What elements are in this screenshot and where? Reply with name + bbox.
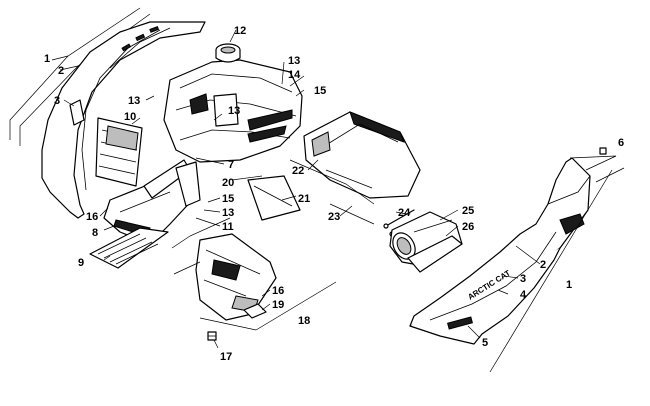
callout-16: 16 bbox=[272, 285, 284, 297]
callout-3: 3 bbox=[520, 273, 526, 285]
fastener-6 bbox=[599, 147, 607, 155]
heat-shield-26 bbox=[407, 235, 463, 273]
headlight-lens bbox=[89, 227, 169, 269]
right-side-panel: ARCTIC CAT bbox=[409, 147, 607, 345]
windshield bbox=[247, 175, 301, 221]
callout-9: 9 bbox=[78, 257, 84, 269]
callout-13: 13 bbox=[128, 95, 140, 107]
fuel-cap bbox=[215, 43, 241, 63]
callout-3: 3 bbox=[54, 95, 60, 107]
callout-19: 19 bbox=[272, 299, 284, 311]
vent-grille bbox=[95, 117, 143, 187]
callout-1: 1 bbox=[44, 53, 50, 65]
panel-vent-slots bbox=[121, 26, 160, 52]
clip-19 bbox=[243, 303, 267, 319]
callout-25: 25 bbox=[462, 205, 474, 217]
callout-labels: 1 2 3 10 13 12 13 14 15 13 7 20 21 15 13… bbox=[44, 25, 624, 363]
callout-5: 5 bbox=[482, 337, 488, 349]
hood-assembly bbox=[103, 43, 303, 245]
callout-17: 17 bbox=[220, 351, 232, 363]
callout-6: 6 bbox=[618, 137, 624, 149]
callout-26: 26 bbox=[462, 221, 474, 233]
callout-7: 7 bbox=[228, 159, 234, 171]
callout-2: 2 bbox=[58, 65, 64, 77]
callout-14: 14 bbox=[288, 69, 301, 81]
callout-1: 1 bbox=[566, 279, 572, 291]
callout-13: 13 bbox=[222, 207, 234, 219]
callout-21: 21 bbox=[298, 193, 310, 205]
callout-13: 13 bbox=[288, 55, 300, 67]
callout-10: 10 bbox=[124, 111, 136, 123]
callout-23: 23 bbox=[328, 211, 340, 223]
fastener-17 bbox=[207, 331, 217, 341]
callout-11: 11 bbox=[222, 221, 234, 233]
left-side-panel bbox=[9, 7, 206, 219]
callout-15: 15 bbox=[222, 193, 234, 205]
callout-8: 8 bbox=[92, 227, 98, 239]
leader-lines bbox=[63, 29, 481, 349]
callout-13: 13 bbox=[228, 105, 240, 117]
callout-2: 2 bbox=[540, 259, 546, 271]
hood-vents bbox=[189, 93, 293, 143]
callout-4: 4 bbox=[520, 289, 527, 301]
lower-bracket bbox=[195, 233, 277, 321]
console-tray bbox=[303, 111, 421, 199]
callout-15: 15 bbox=[314, 85, 326, 97]
callout-20: 20 bbox=[222, 177, 234, 189]
callout-16: 16 bbox=[86, 211, 98, 223]
callout-18: 18 bbox=[298, 315, 310, 327]
callout-22: 22 bbox=[292, 165, 304, 177]
callout-24: 24 bbox=[398, 207, 411, 219]
callout-12: 12 bbox=[234, 25, 246, 37]
